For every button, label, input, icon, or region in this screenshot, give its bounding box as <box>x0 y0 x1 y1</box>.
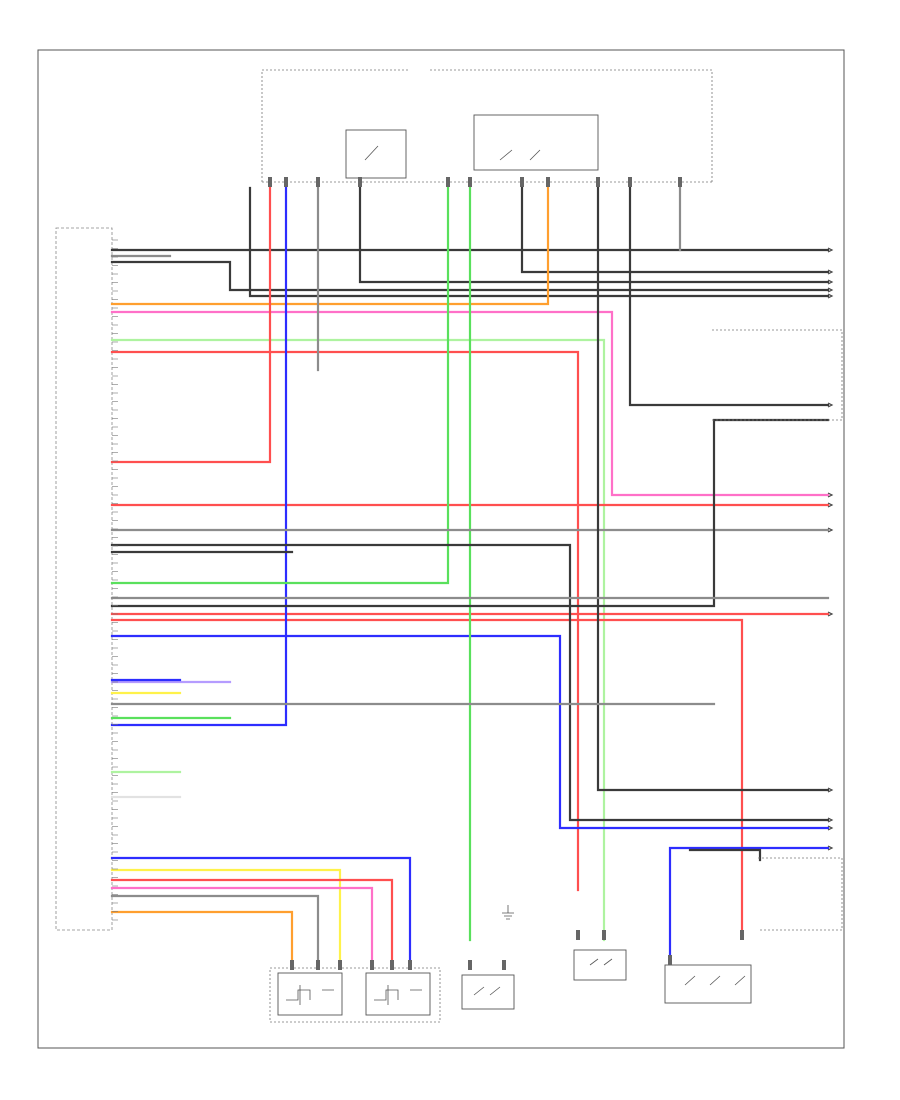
connector-terminal <box>358 177 362 187</box>
wire-orange <box>110 186 550 306</box>
wire-black-11 <box>688 848 762 862</box>
stop-light-switch <box>664 964 752 1004</box>
wire-blue-1 <box>110 186 288 727</box>
connector-terminal <box>576 930 580 940</box>
connector-terminal <box>602 930 606 940</box>
right-connector-pin <box>827 247 834 253</box>
connector-terminal <box>502 960 506 970</box>
connector-terminal <box>268 177 272 187</box>
splice-points <box>268 177 744 970</box>
junction-box-outline <box>261 69 713 183</box>
wire-black-5 <box>248 186 830 298</box>
right-connector-pin <box>827 293 834 299</box>
right-switch-outline <box>758 857 843 931</box>
park-neutral-contacts <box>589 958 613 966</box>
park-neutral-switch <box>573 949 627 981</box>
fuse-relay-contact <box>364 145 379 161</box>
right-connector-pin <box>827 611 834 617</box>
connector-terminal <box>446 177 450 187</box>
right-connector-pin <box>827 402 834 408</box>
connector-terminal <box>284 177 288 187</box>
wire-orange-2 <box>110 910 294 962</box>
right-connector-pin <box>827 279 834 285</box>
connector-terminal <box>628 177 632 187</box>
connector-terminal <box>678 177 682 187</box>
brake-switch-contacts <box>473 986 501 996</box>
connector-terminal <box>596 177 600 187</box>
wire-blue-4 <box>668 846 830 962</box>
wire-blue-3 <box>110 856 412 962</box>
wire-pink-2 <box>110 886 374 962</box>
fuse-relay-block <box>345 129 407 179</box>
right-connector-pin <box>827 787 834 793</box>
wire-red-1 <box>110 350 580 892</box>
wire-blue-2 <box>110 634 830 830</box>
wire-lightgreen <box>110 338 606 942</box>
wire-red-6 <box>110 878 394 962</box>
wire-black-4 <box>520 186 830 274</box>
brake-light-switch <box>461 974 515 1010</box>
stop-light-contacts <box>684 975 746 986</box>
right-connector-column <box>827 247 834 851</box>
connector-terminal <box>390 960 394 970</box>
wire-yellow-2 <box>110 868 342 962</box>
right-connector-pin <box>827 492 834 498</box>
connector-terminal <box>668 955 672 965</box>
right-connector-pin <box>827 502 834 508</box>
wire-harness <box>110 186 830 962</box>
ground-symbol <box>502 905 514 920</box>
ecu-pin-column <box>112 239 118 921</box>
connector-terminal <box>316 960 320 970</box>
connector-terminal <box>408 960 412 970</box>
right-connector-pin <box>827 817 834 823</box>
connector-terminal <box>520 177 524 187</box>
wire-black-10 <box>110 418 830 608</box>
right-connector-pin <box>827 845 834 851</box>
wire-red-2 <box>110 186 272 464</box>
diagram-frame <box>37 49 845 1049</box>
wire-black-3 <box>358 186 830 284</box>
connector-terminal <box>316 177 320 187</box>
right-connector-pin <box>827 269 834 275</box>
connector-terminal <box>338 960 342 970</box>
wire-black-2 <box>110 260 830 292</box>
connector-terminal <box>740 930 744 940</box>
connector-terminal <box>370 960 374 970</box>
wire-green-1 <box>110 186 450 585</box>
relay-contacts <box>499 149 541 161</box>
right-connector-pin <box>827 527 834 533</box>
wire-black-9 <box>628 186 830 407</box>
pedal-sensor-outline <box>269 967 441 1023</box>
connector-terminal <box>290 960 294 970</box>
wire-red-5 <box>110 618 744 932</box>
wire-gray-5 <box>110 894 320 962</box>
connector-terminal <box>468 177 472 187</box>
wire-pink <box>110 310 830 497</box>
right-connector-pin <box>827 287 834 293</box>
main-ecu-outline <box>55 227 113 931</box>
wire-black-8 <box>596 186 830 792</box>
connector-terminal <box>546 177 550 187</box>
right-connector-pin <box>827 825 834 831</box>
pedal-sensor-symbols <box>286 985 422 1005</box>
connector-terminal <box>468 960 472 970</box>
wire-black-6 <box>110 543 830 822</box>
relay-box <box>473 114 599 171</box>
right-sensor-outline <box>712 329 843 421</box>
